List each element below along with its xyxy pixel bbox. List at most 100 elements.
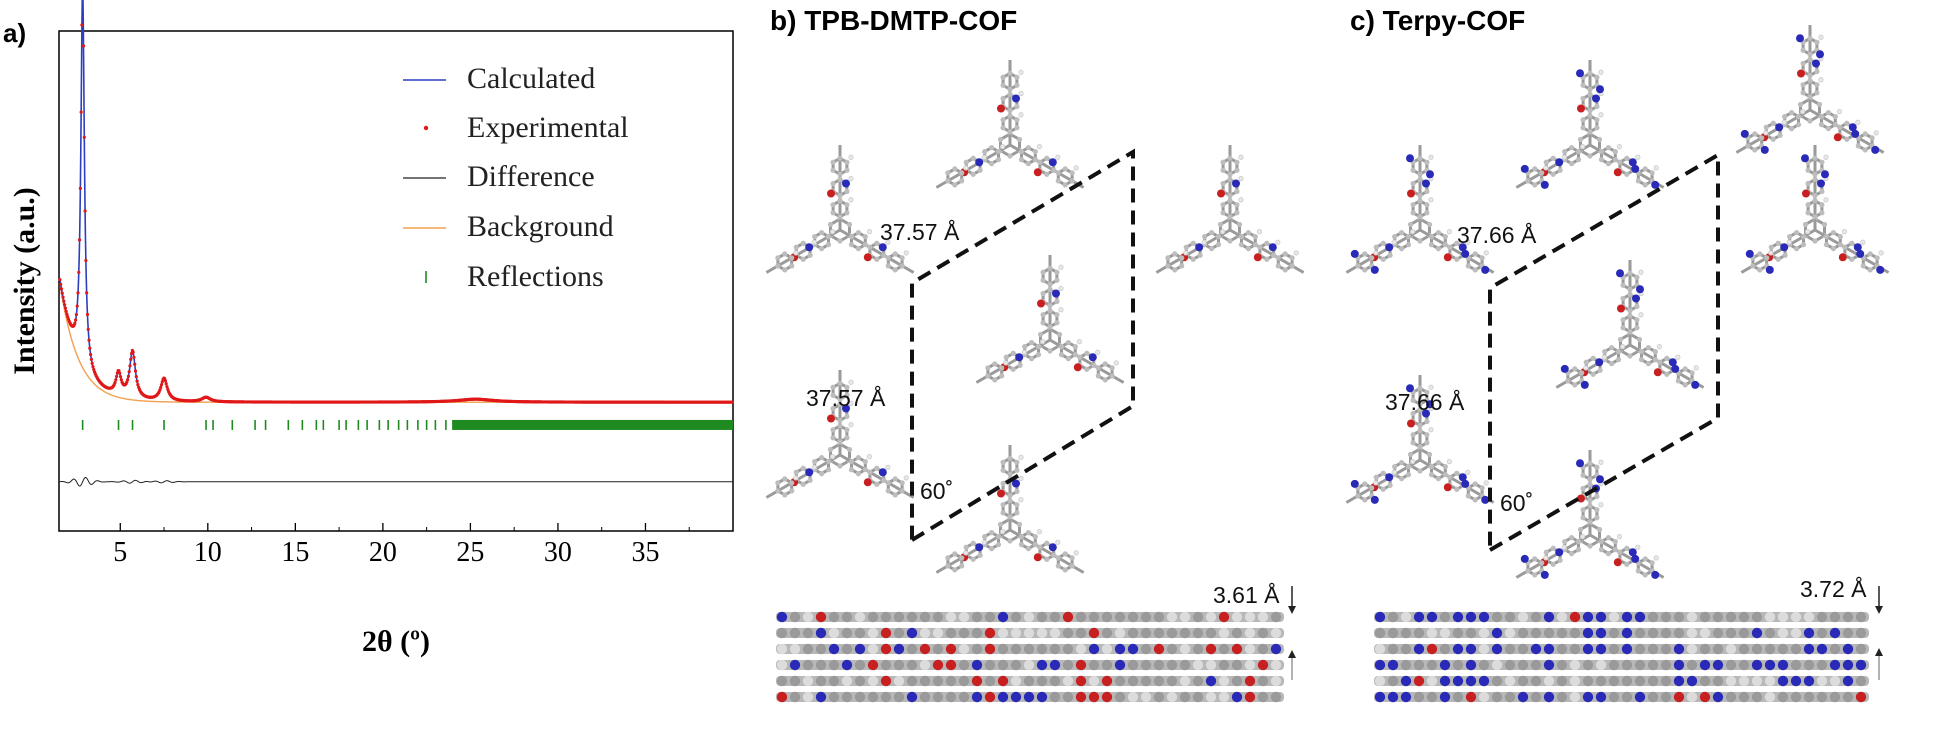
stacked-atom (1088, 627, 1100, 639)
carbon-atom (1605, 145, 1612, 151)
carbon-atom (1410, 440, 1416, 446)
nitrogen-atom (1631, 164, 1640, 173)
stacked-atom (1465, 675, 1477, 687)
stacked-atom (1101, 643, 1113, 655)
carbon-atom (1380, 256, 1386, 262)
carbon-atom (1007, 153, 1013, 159)
stacked-atom (1140, 643, 1152, 655)
experimental-point (89, 352, 93, 357)
stacked-atom (1829, 691, 1841, 703)
carbon-atom (1624, 561, 1630, 567)
tpb-dmtp-cof-layer-stacking-image (776, 611, 1284, 703)
carbon-atom (1612, 157, 1618, 163)
stacked-atom (1010, 691, 1022, 703)
experimental-point (63, 306, 67, 310)
carbon-atom (1807, 94, 1813, 100)
carbon-atom (1594, 103, 1600, 110)
carbon-atom (1040, 290, 1046, 297)
carbon-atom (1227, 238, 1233, 244)
carbon-atom (1172, 267, 1178, 273)
stacked-atom (867, 659, 879, 671)
stacked-atom (1634, 659, 1646, 671)
nitrogen-atom (1616, 269, 1624, 278)
stacked-atom (880, 675, 892, 687)
carbon-atom (1000, 459, 1006, 465)
stacked-atom (1803, 675, 1815, 687)
stacked-atom (802, 627, 814, 639)
carbon-atom (1424, 188, 1430, 195)
terpy-cof-cell-length-a: 37.66 Å (1457, 221, 1537, 248)
experimental-point (125, 380, 129, 384)
experimental-point (82, 135, 86, 139)
carbon-atom (1047, 286, 1053, 293)
stacked-atom (880, 643, 892, 655)
hydrogen-atom (903, 250, 909, 256)
stacked-atom (1257, 675, 1269, 687)
carbon-atom (1818, 122, 1825, 128)
carbon-atom (837, 192, 843, 199)
stacked-atom (1582, 611, 1594, 623)
experimental-point (61, 295, 65, 299)
stacked-atom (1218, 627, 1230, 639)
carbon-atom (1018, 149, 1025, 155)
carbon-atom (1220, 210, 1226, 216)
carbon-atom (1047, 308, 1053, 314)
stacked-atom (1530, 643, 1542, 655)
stacked-atom (919, 643, 931, 655)
nitrogen-atom (1560, 364, 1569, 373)
carbon-atom (1580, 125, 1586, 131)
carbon-atom (1597, 367, 1603, 373)
hydrogen-atom (1635, 154, 1641, 160)
hydrogen-atom (1113, 360, 1119, 366)
carbon-atom (1190, 256, 1196, 262)
carbon-atom (1183, 244, 1189, 250)
oxygen-atom (1033, 168, 1042, 177)
stacked-atom (880, 627, 892, 639)
oxygen-atom (1617, 304, 1625, 313)
carbon-atom (1598, 547, 1605, 553)
stacked-atom (1231, 627, 1243, 639)
carbon-atom (1000, 510, 1006, 516)
carbon-atom (1664, 371, 1670, 377)
hydrogen-atom (1021, 349, 1027, 355)
carbon-atom (1032, 157, 1038, 163)
carbon-atom (1025, 145, 1032, 151)
carbon-atom (1252, 242, 1258, 248)
stacked-atom (1530, 627, 1542, 639)
stacked-atom (1517, 627, 1529, 639)
carbon-atom (837, 396, 843, 402)
carbon-atom (1069, 563, 1075, 569)
carbon-atom (970, 155, 976, 161)
carbon-atom (1035, 352, 1042, 358)
carbon-atom (1842, 244, 1848, 250)
stacked-atom (828, 659, 840, 671)
carbon-atom (1220, 159, 1226, 165)
stacked-atom (841, 659, 853, 671)
stacked-atom (1101, 611, 1113, 623)
carbon-atom (1596, 526, 1603, 533)
experimental-point (134, 375, 138, 379)
carbon-atom (837, 238, 843, 244)
carbon-atom (1392, 464, 1398, 470)
stacked-atom (1712, 675, 1724, 687)
carbon-atom (1065, 356, 1072, 362)
hydrogen-atom (848, 400, 854, 407)
stacked-atom (1699, 659, 1711, 671)
stacked-atom (1543, 627, 1555, 639)
hydrogen-atom (1465, 469, 1471, 475)
carbon-atom (1770, 136, 1776, 142)
carbon-atom (1620, 325, 1626, 331)
nitrogen-atom (1370, 265, 1379, 274)
carbon-atom (988, 530, 995, 536)
hydrogen-atom (1238, 175, 1244, 182)
carbon-atom (1525, 568, 1531, 574)
carbon-atom (1580, 507, 1586, 513)
carbon-atom (1355, 493, 1361, 499)
experimental-point (128, 364, 132, 368)
carbon-atom (1179, 255, 1185, 261)
carbon-atom (1264, 256, 1270, 262)
carbon-atom (793, 469, 799, 475)
nitrogen-atom (1765, 265, 1774, 274)
stacked-atom (1062, 691, 1074, 703)
